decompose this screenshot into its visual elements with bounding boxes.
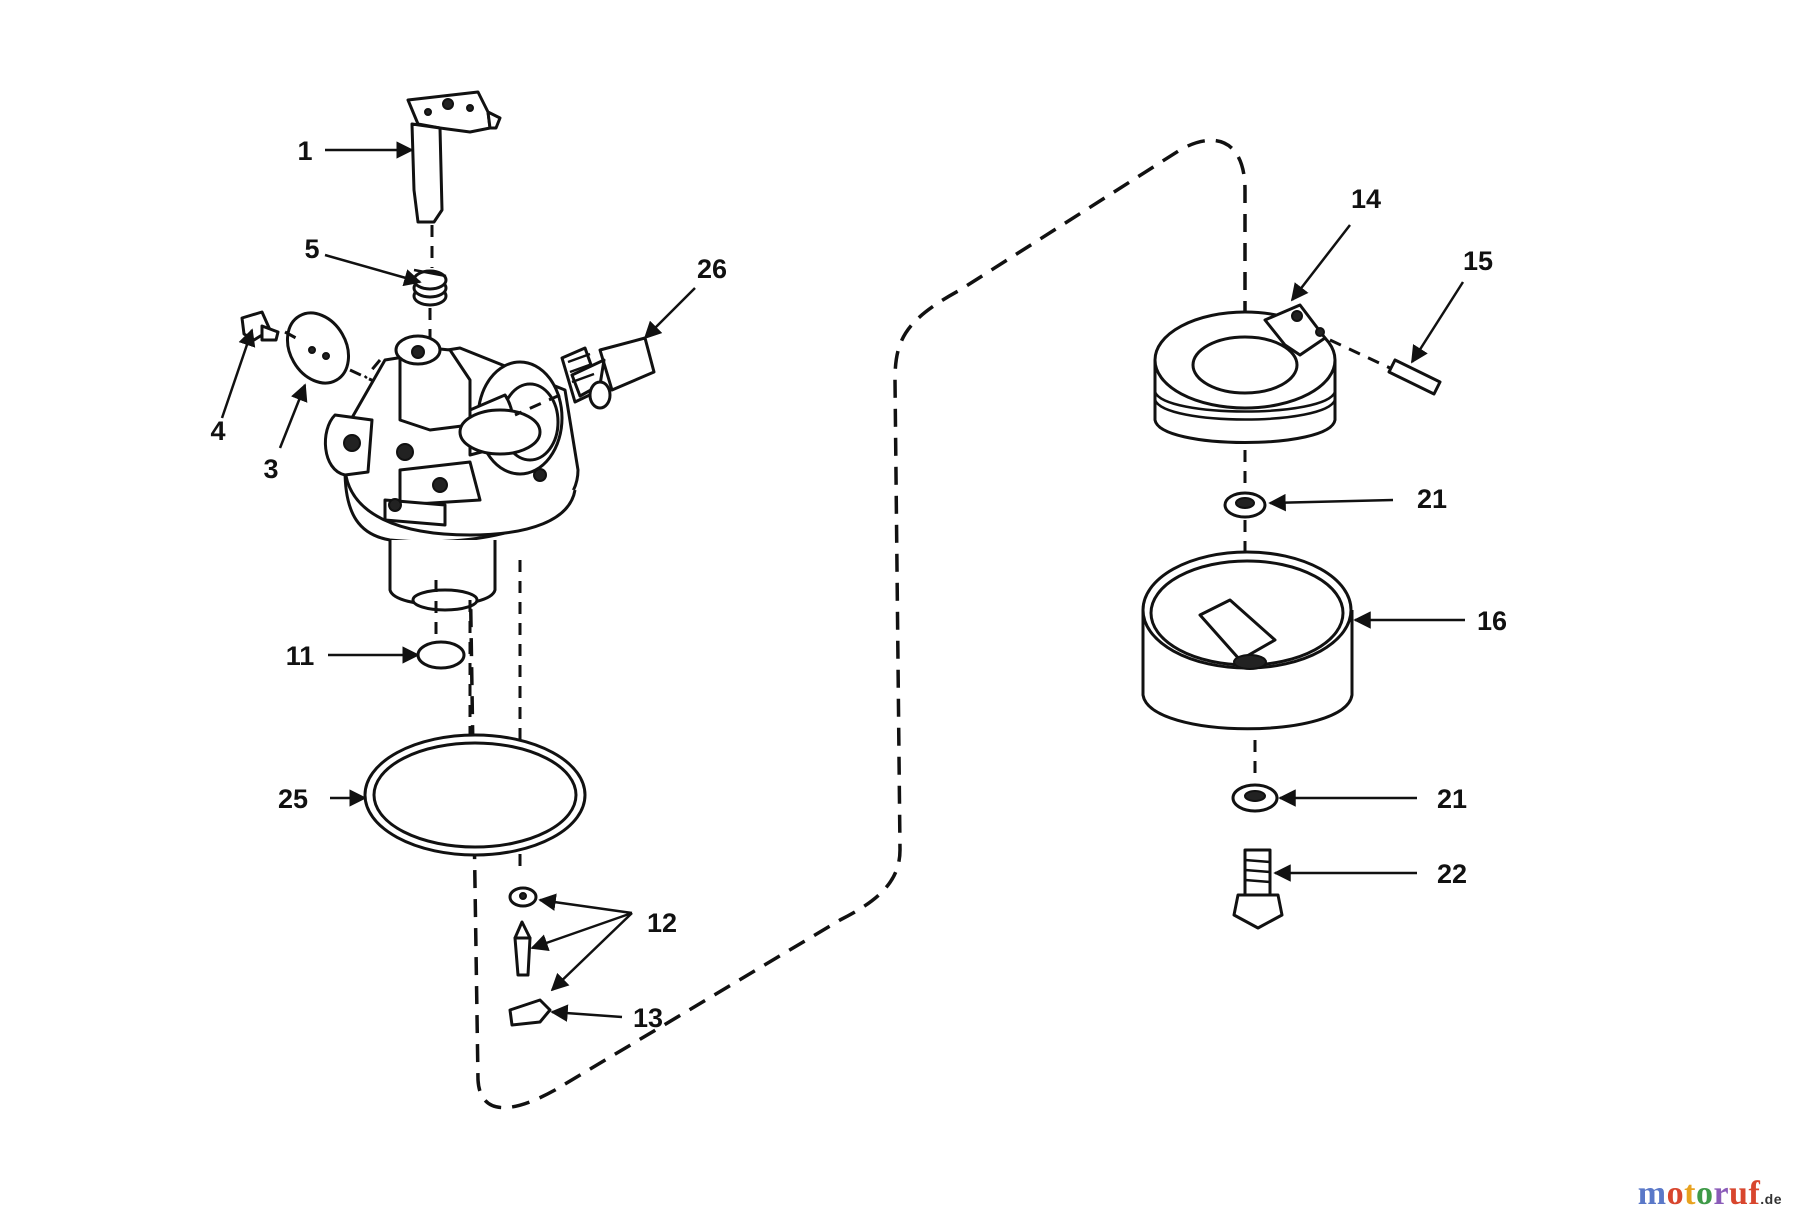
float-pin-part [1387,358,1442,396]
throttle-bracket-part [406,90,502,224]
dash-line-body [363,359,382,379]
watermark-letter: r [1713,1175,1730,1212]
dash-line-26 [514,393,561,417]
motoruf-watermark: motoruf.de [1638,1175,1782,1213]
callout-16: 16 [1477,606,1507,636]
watermark-letter: t [1684,1175,1696,1212]
watermark-letter: uf [1729,1175,1761,1212]
callout-21-lower: 21 [1437,784,1467,814]
callout-12: 12 [647,908,677,938]
needle-valve-part [508,886,538,977]
callout-1: 1 [297,136,312,166]
clip-part [508,998,552,1027]
callout-14: 14 [1351,184,1381,214]
dash-line-15 [1329,338,1391,370]
callout-4: 4 [210,416,225,446]
callout-11: 11 [286,641,315,671]
callout-22: 22 [1437,859,1467,889]
watermark-letter: o [1666,1175,1685,1212]
callout-26: 26 [697,254,727,284]
screw-part [240,310,280,342]
callout-25: 25 [278,784,308,814]
watermark-letter: o [1695,1175,1714,1212]
callout-3: 3 [263,454,278,484]
callout-5: 5 [304,234,319,264]
float-part [1153,303,1337,444]
lower-washer-part [1231,783,1279,813]
watermark-letter: m [1637,1175,1667,1212]
watermark-tld: .de [1760,1191,1782,1207]
callout-21-upper: 21 [1417,484,1447,514]
fuel-fitting-part [560,336,656,410]
throttle-disk-part [286,311,350,385]
leader-arrows [220,141,1465,1022]
bowl-nut-part [1232,848,1284,930]
callout-15: 15 [1463,246,1493,276]
assembly-connection-line [468,138,1247,1110]
gasket-ring-part [363,733,587,857]
welch-plug-part [416,640,466,670]
upper-washer-part [1223,491,1267,519]
carburetor-body-part [323,334,580,612]
fuel-bowl-part [1141,550,1354,731]
callout-13: 13 [633,1003,663,1033]
spring-part [412,268,448,307]
